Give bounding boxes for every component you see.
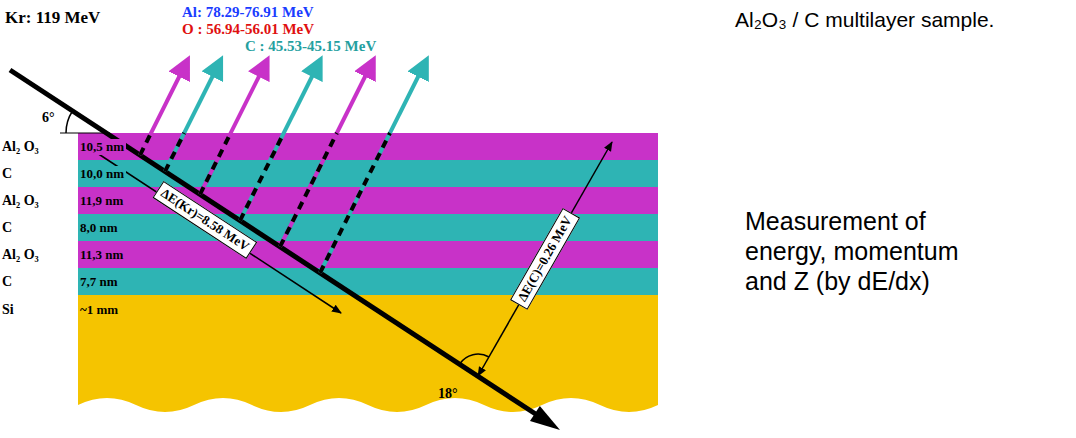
layer-material: Al₂ O₃: [2, 193, 70, 209]
angle-label: 18°: [438, 386, 458, 402]
alumina-layer: [78, 241, 658, 268]
kr-beam: [10, 70, 536, 414]
energy-loss-label: ΔE(C)=0.26 MeV: [510, 208, 580, 310]
surface-line: [60, 133, 110, 134]
layer-thickness: 11,9 nm: [78, 193, 125, 209]
recoil-track-dash: [165, 133, 184, 171]
layer-material: C: [2, 220, 70, 236]
sample-title: Al₂O₃ / C multilayer sample.: [735, 8, 994, 32]
layer-material: C: [2, 166, 70, 182]
energy-loss-label: ΔE(Kr)=8.58 MeV: [153, 181, 258, 259]
recoil-track-dash: [140, 133, 151, 155]
carbon-layer: [78, 268, 658, 295]
layer-band: Si~1 mm: [78, 295, 658, 325]
kr-arrowhead: [530, 406, 560, 430]
layer-thickness: 8,0 nm: [78, 220, 120, 236]
recoil-track-dash: [280, 133, 337, 247]
layer-thickness: 11,3 nm: [78, 247, 125, 263]
layer-material: Si: [2, 302, 70, 318]
layer-thickness: 10,0 nm: [78, 166, 126, 182]
dimension-line: [478, 142, 612, 376]
layer-thickness: 10,5 nm: [78, 139, 126, 155]
recoil-track-dash: [320, 133, 390, 273]
recoil-track: [200, 66, 264, 194]
layer-band: Al₂ O₃10,5 nm: [78, 133, 658, 160]
layer-band: C7,7 nm: [78, 268, 658, 295]
angle-arc: [66, 111, 73, 133]
layer-material: C: [2, 274, 70, 290]
note-text: Measurement of energy, momentum and Z (b…: [745, 206, 1005, 296]
layer-thickness: 7,7 nm: [78, 274, 120, 290]
recoil-track-dash: [200, 133, 231, 194]
angle-label: 6°: [42, 110, 55, 126]
recoil-track-dash: [240, 133, 284, 221]
alumina-layer: [78, 133, 658, 160]
dimension-line: [94, 151, 341, 313]
energy-label: C : 45.53-45.15 MeV: [245, 38, 376, 55]
layer-material: Al₂ O₃: [2, 247, 70, 263]
energy-label: Al: 78.29-76.91 MeV: [182, 4, 314, 21]
silicon-substrate: [78, 295, 658, 412]
beam-label: Kr: 119 MeV: [5, 8, 100, 28]
recoil-track: [320, 66, 423, 273]
angle-arc: [460, 354, 489, 364]
layer-thickness: ~1 mm: [78, 302, 120, 318]
recoil-track: [165, 66, 218, 171]
recoil-track: [280, 66, 370, 247]
layer-band: Al₂ O₃11,3 nm: [78, 241, 658, 268]
layer-material: Al₂ O₃: [2, 139, 70, 155]
energy-label: O : 56.94-56.01 MeV: [182, 21, 314, 38]
